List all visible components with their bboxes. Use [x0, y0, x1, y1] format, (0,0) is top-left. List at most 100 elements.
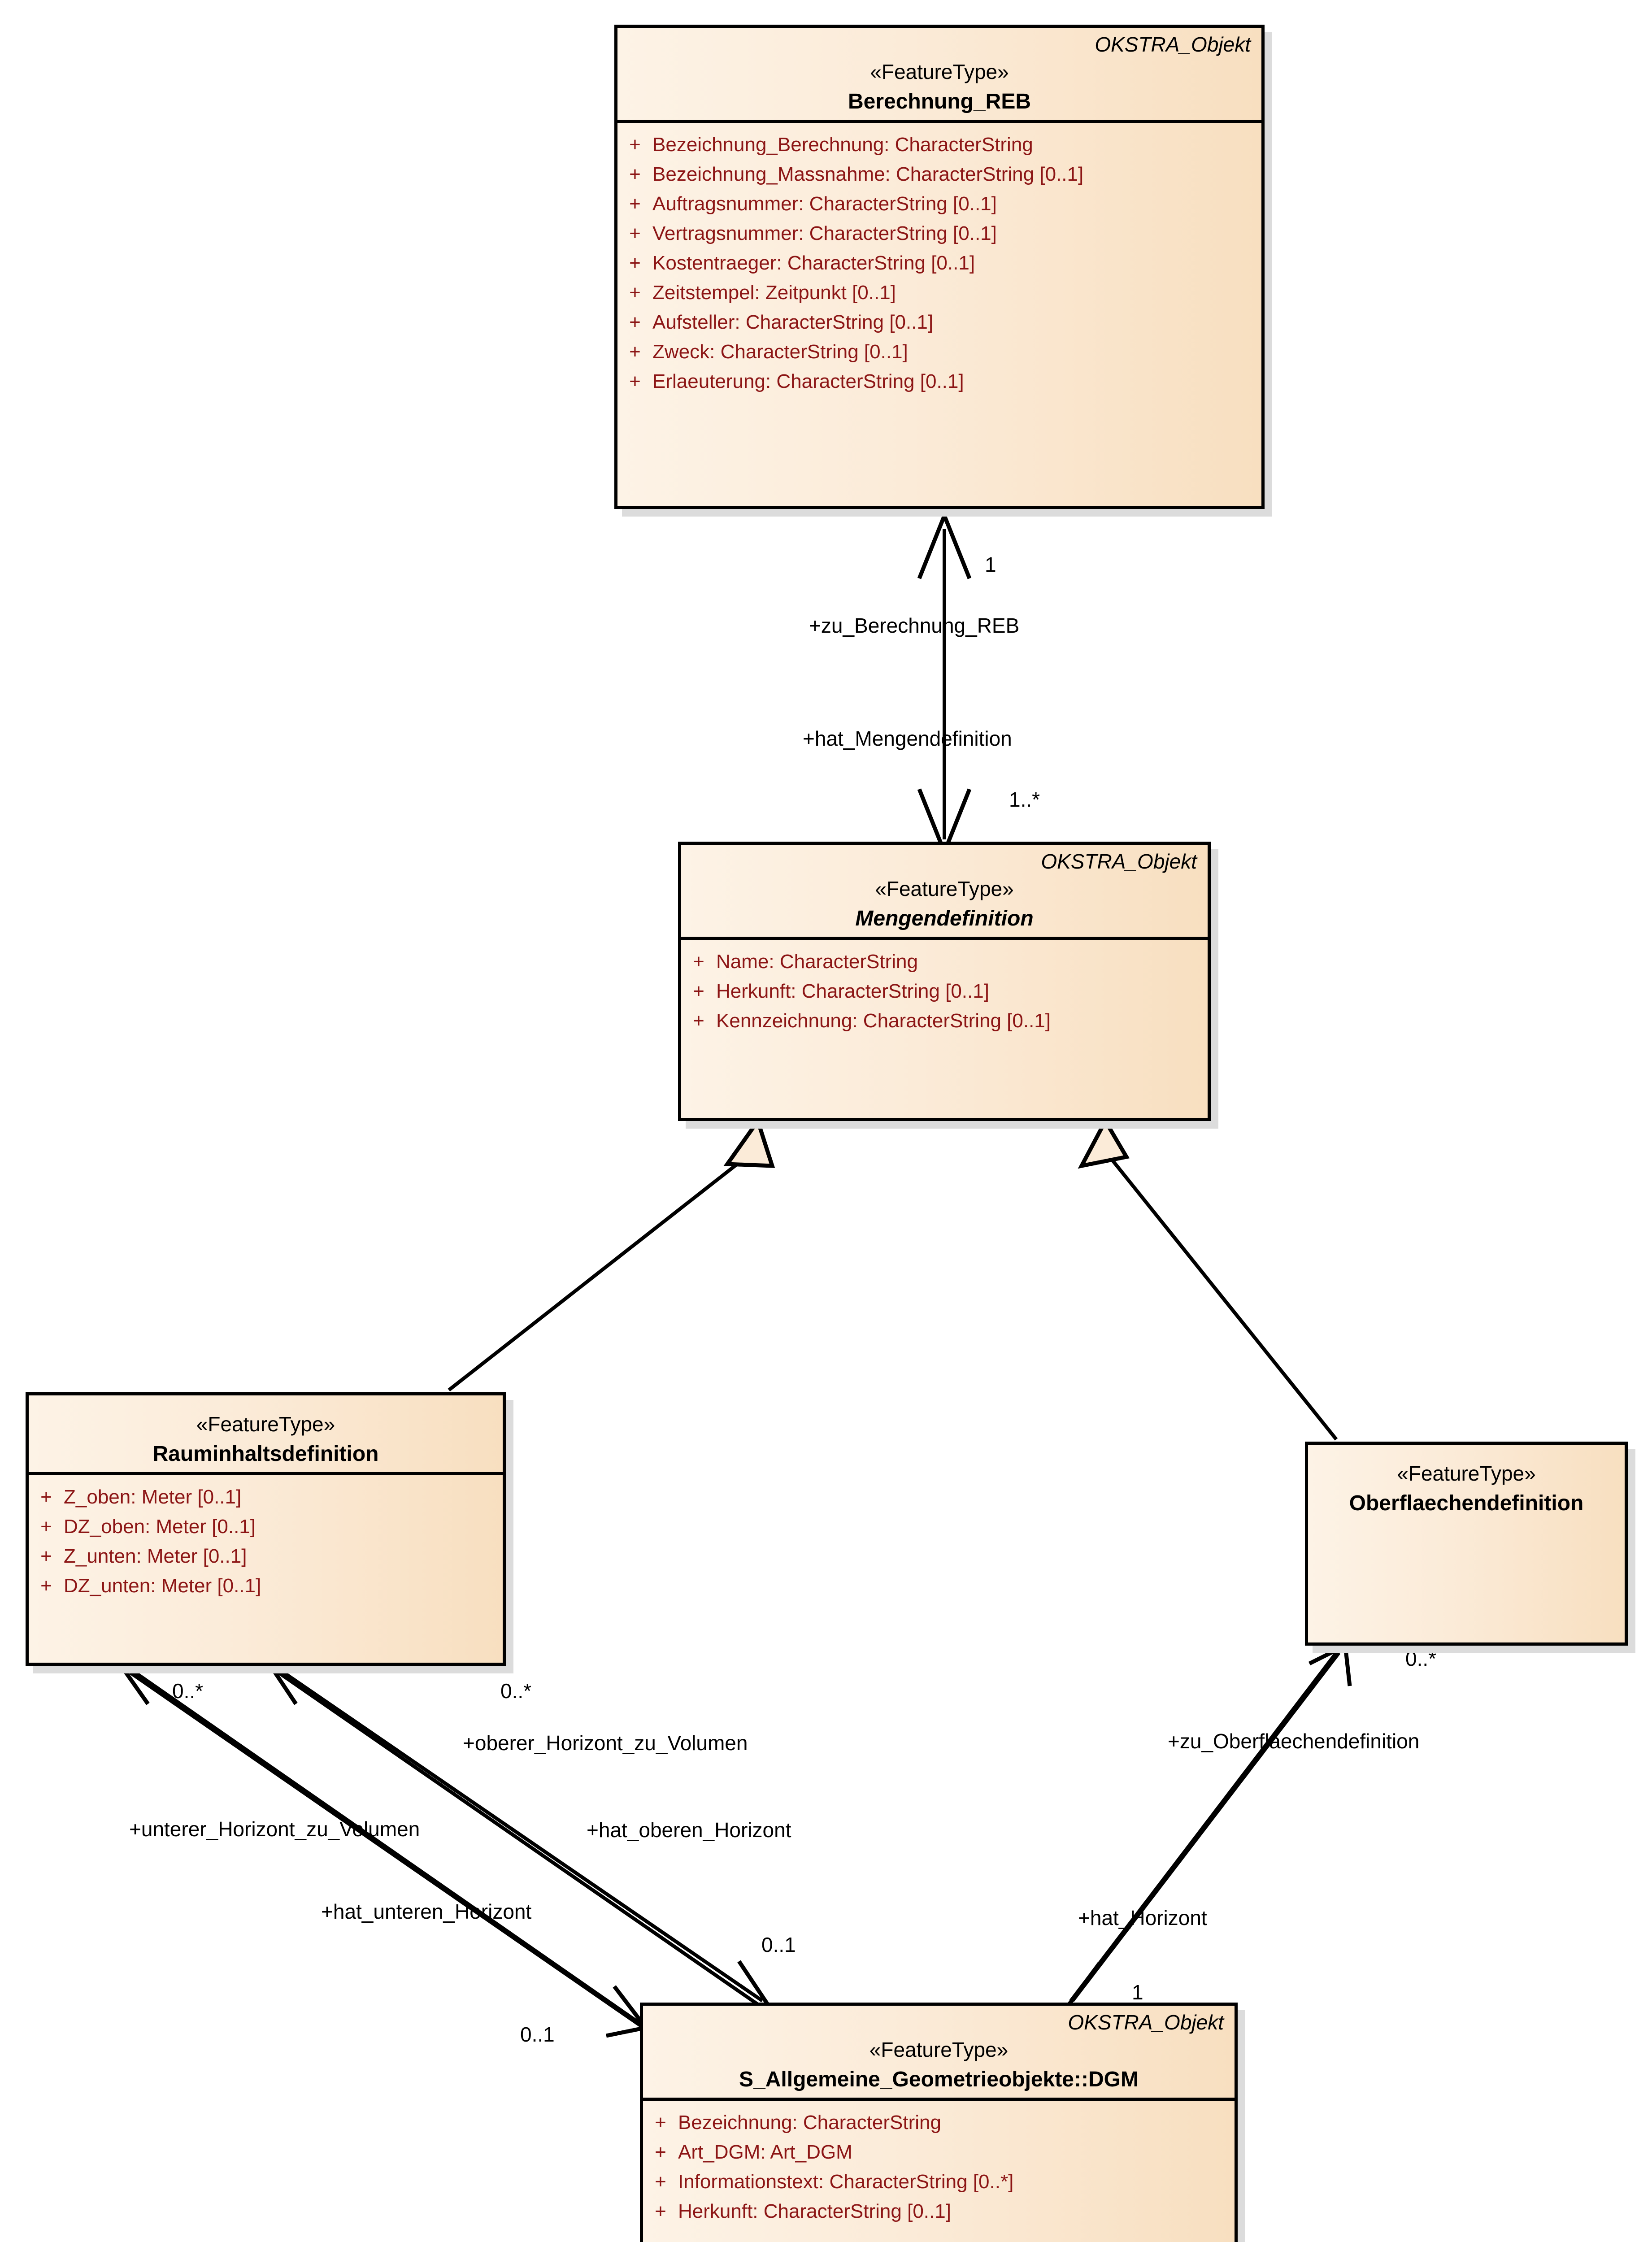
attribute-visibility: +	[693, 950, 704, 973]
attribute-visibility: +	[629, 222, 641, 244]
attribute-signature: Vertragsnummer: CharacterString [0..1]	[652, 222, 997, 244]
attribute-signature: Bezeichnung: CharacterString	[678, 2111, 941, 2133]
class-box-dgm[interactable]: OKSTRA_Objekt «FeatureType» S_Allgemeine…	[640, 2003, 1238, 2242]
attribute-row: + Z_oben: Meter [0..1]	[29, 1482, 503, 1512]
attribute-visibility: +	[655, 2141, 666, 2163]
label-hat-horizont: +hat_Horizont	[1078, 1906, 1207, 1929]
attribute-row: + Z_unten: Meter [0..1]	[29, 1542, 503, 1571]
attribute-signature: Name: CharacterString	[716, 950, 918, 973]
attribute-visibility: +	[655, 2200, 666, 2222]
attribute-signature: Herkunft: CharacterString [0..1]	[716, 980, 989, 1002]
label-oberer-horizont-zu-volumen: +oberer_Horizont_zu_Volumen	[463, 1731, 748, 1755]
attribute-signature: Bezeichnung_Berechnung: CharacterString	[652, 133, 1033, 156]
attribute-visibility: +	[693, 1009, 704, 1032]
attribute-signature: DZ_unten: Meter [0..1]	[64, 1574, 261, 1597]
edge-unterer-horizont	[129, 1671, 643, 2029]
multiplicity-mengendefinition-end: 1..*	[1009, 788, 1040, 811]
class-name: Mengendefinition	[855, 907, 1034, 931]
attribute-visibility: +	[655, 2170, 666, 2193]
edge-gen-oberflaeche	[1104, 1150, 1338, 1441]
class-qualifier: OKSTRA_Objekt	[1095, 33, 1251, 56]
attribute-visibility: +	[629, 281, 641, 304]
class-name: Berechnung_REB	[848, 90, 1031, 114]
attribute-visibility: +	[629, 163, 641, 185]
multiplicity-oberflaeche-source: 0..*	[1405, 1647, 1437, 1670]
attribute-row: +Bezeichnung_Massnahme: CharacterString …	[617, 160, 1261, 189]
multiplicity-unterer-horizont-source: 0..*	[172, 1679, 204, 1703]
attribute-signature: Zweck: CharacterString [0..1]	[652, 340, 908, 363]
attribute-visibility: +	[629, 311, 641, 333]
attribute-signature: Art_DGM: Art_DGM	[678, 2141, 852, 2163]
attribute-row: + Herkunft: CharacterString [0..1]	[681, 977, 1208, 1006]
attribute-signature: Zeitstempel: Zeitpunkt [0..1]	[652, 281, 896, 304]
edge-gen-rauminhalt	[448, 1146, 759, 1392]
attribute-row: + Art_DGM: Art_DGM	[643, 2138, 1235, 2167]
attribute-row: +Zweck: CharacterString [0..1]	[617, 337, 1261, 367]
attribute-visibility: +	[693, 980, 704, 1002]
attribute-row: + Informationstext: CharacterString [0..*…	[643, 2167, 1235, 2197]
attribute-row: + Aufsteller: CharacterString [0..1]	[617, 308, 1261, 337]
attribute-signature: DZ_oben: Meter [0..1]	[64, 1515, 256, 1538]
attribute-row: + Bezeichnung_Berechnung: CharacterString	[617, 130, 1261, 160]
attribute-signature: Z_unten: Meter [0..1]	[64, 1545, 247, 1567]
class-stereotype: «FeatureType»	[870, 60, 1009, 83]
label-unterer-horizont-zu-volumen: +unterer_Horizont_zu_Volumen	[129, 1817, 420, 1841]
edge-hat-unteren-horizont	[129, 1667, 643, 2027]
attribute-signature: Erlaeuterung: CharacterString [0..1]	[652, 370, 964, 392]
label-zu-berechnung-reb: +zu_Berechnung_REB	[809, 614, 1020, 637]
class-attributes-dgm: + Bezeichnung: CharacterString + Art_DGM: …	[643, 2097, 1235, 2234]
class-qualifier: OKSTRA_Objekt	[1041, 850, 1197, 873]
attribute-visibility: +	[40, 1486, 52, 1508]
class-box-rauminhaltsdefinition[interactable]: «FeatureType» Rauminhaltsdefinition + Z_o…	[26, 1392, 506, 1666]
multiplicity-hat-oberen-horizont-target: 0..1	[761, 1933, 796, 1956]
class-box-berechnung-reb[interactable]: OKSTRA_Objekt «FeatureType» Berechnung_R…	[614, 25, 1265, 509]
class-attributes-mengendefinition: + Name: CharacterString + Herkunft: Charac…	[681, 936, 1208, 1044]
class-name: S_Allgemeine_Geometrieobjekte::DGM	[739, 2068, 1139, 2092]
class-qualifier: OKSTRA_Objekt	[1068, 2011, 1224, 2034]
attribute-signature: Kostentraeger: CharacterString [0..1]	[652, 252, 975, 274]
attribute-row: + Erlaeuterung: CharacterString [0..1]	[617, 367, 1261, 396]
attribute-signature: Aufsteller: CharacterString [0..1]	[652, 311, 934, 333]
multiplicity-hat-horizont-target: 1	[1132, 1981, 1143, 2004]
attribute-visibility: +	[629, 252, 641, 274]
class-attributes-rauminhaltsdefinition: + Z_oben: Meter [0..1] + DZ_oben: Meter [0…	[29, 1472, 503, 1609]
attribute-visibility: +	[40, 1545, 52, 1567]
class-stereotype: «FeatureType»	[196, 1412, 335, 1436]
label-zu-oberflaechendefinition: +zu_Oberflaechendefinition	[1168, 1729, 1420, 1753]
label-hat-oberen-horizont: +hat_oberen_Horizont	[587, 1818, 791, 1842]
label-hat-unteren-horizont: +hat_unteren_Horizont	[321, 1900, 532, 1923]
edge-hat-horizont	[1071, 1651, 1341, 2002]
attribute-row: + Herkunft: CharacterString [0..1]	[643, 2197, 1235, 2226]
multiplicity-oberer-horizont-source: 0..*	[500, 1679, 532, 1703]
multiplicity-reb-end: 1	[985, 553, 996, 576]
attribute-row: + Auftragsnummer: CharacterString [0..1]	[617, 189, 1261, 219]
attribute-signature: Herkunft: CharacterString [0..1]	[678, 2200, 951, 2222]
attribute-row: + Kennzeichnung: CharacterString [0..1]	[681, 1006, 1208, 1036]
class-header-berechnung-reb: OKSTRA_Objekt «FeatureType» Berechnung_R…	[617, 28, 1261, 120]
attribute-signature: Auftragsnummer: CharacterString [0..1]	[652, 192, 997, 215]
class-stereotype: «FeatureType»	[1397, 1462, 1536, 1485]
attribute-visibility: +	[629, 370, 641, 392]
class-name: Rauminhaltsdefinition	[152, 1442, 379, 1466]
attribute-row: + DZ_oben: Meter [0..1]	[29, 1512, 503, 1542]
attribute-row: + Zeitstempel: Zeitpunkt [0..1]	[617, 278, 1261, 308]
attribute-signature: Informationstext: CharacterString [0..*]	[678, 2170, 1014, 2193]
label-hat-mengendefinition: +hat_Mengendefinition	[803, 727, 1012, 750]
attribute-signature: Z_oben: Meter [0..1]	[64, 1486, 242, 1508]
attribute-visibility: +	[629, 133, 641, 156]
class-box-oberflaechendefinition[interactable]: «FeatureType» Oberflaechendefinition	[1305, 1442, 1628, 1646]
class-name: Oberflaechendefinition	[1349, 1491, 1584, 1516]
attribute-row: + Vertragsnummer: CharacterString [0..1]	[617, 219, 1261, 248]
class-header-mengendefinition: OKSTRA_Objekt «FeatureType» Mengendefini…	[681, 845, 1208, 937]
attribute-visibility: +	[40, 1574, 52, 1597]
class-box-mengendefinition[interactable]: OKSTRA_Objekt «FeatureType» Mengendefini…	[678, 842, 1211, 1121]
class-stereotype: «FeatureType»	[875, 877, 1014, 900]
attribute-visibility: +	[40, 1515, 52, 1538]
class-stereotype: «FeatureType»	[869, 2038, 1009, 2061]
multiplicity-hat-unteren-horizont-target: 0..1	[520, 2023, 555, 2046]
attribute-visibility: +	[629, 192, 641, 215]
class-header-oberflaechendefinition: «FeatureType» Oberflaechendefinition	[1308, 1445, 1625, 1521]
class-header-rauminhaltsdefinition: «FeatureType» Rauminhaltsdefinition	[29, 1395, 503, 1472]
attribute-signature: Kennzeichnung: CharacterString [0..1]	[716, 1009, 1051, 1032]
